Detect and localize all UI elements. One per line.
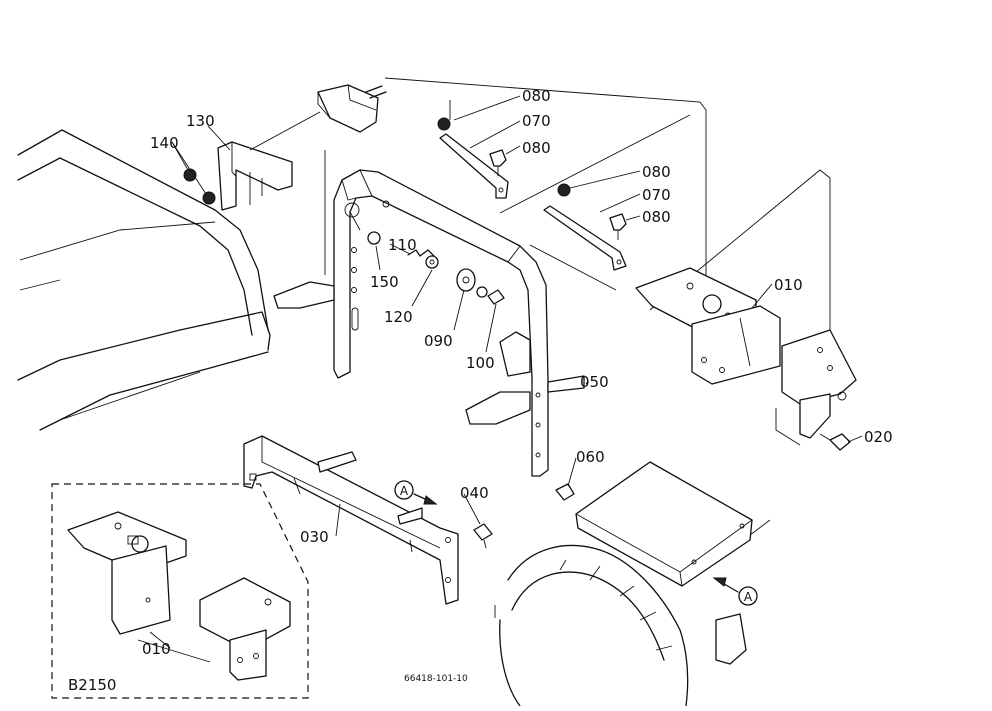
- label-080-b: 080: [522, 139, 551, 157]
- label-070-a: 070: [522, 112, 551, 130]
- label-020: 020: [864, 428, 893, 446]
- switch-assembly: [317, 84, 387, 133]
- marker-a-left: A: [394, 480, 414, 500]
- label-040: 040: [460, 484, 489, 502]
- label-030: 030: [300, 528, 329, 546]
- main-frame: [273, 169, 585, 477]
- bolt-040: [473, 523, 493, 549]
- inset-label-010: 010: [142, 640, 171, 658]
- label-120: 120: [384, 308, 413, 326]
- label-140: 140: [150, 134, 179, 152]
- bracket-130: [217, 141, 293, 211]
- bolt-150: [367, 231, 381, 245]
- figure-number: 66418-101-10: [404, 674, 468, 684]
- pin-100: [487, 289, 505, 305]
- marker-a-left-text: A: [400, 484, 409, 498]
- crossbar-030: [243, 435, 459, 605]
- stay-070-upper: [439, 133, 509, 199]
- bolt-060: [555, 483, 575, 501]
- washer-120: [425, 255, 439, 269]
- bracket-010: [635, 267, 857, 439]
- arrow-a-left: [413, 493, 438, 505]
- label-070-b: 070: [642, 186, 671, 204]
- label-150: 150: [370, 273, 399, 291]
- rear-tire: [499, 544, 747, 707]
- label-010: 010: [774, 276, 803, 294]
- label-080-c: 080: [642, 163, 671, 181]
- label-060: 060: [576, 448, 605, 466]
- stay-070-lower: [543, 205, 627, 271]
- label-080-d: 080: [642, 208, 671, 226]
- part-090: [456, 268, 488, 298]
- label-090: 090: [424, 332, 453, 350]
- label-050: 050: [580, 373, 609, 391]
- guide-lines: [249, 77, 831, 618]
- marker-a-right: A: [738, 586, 758, 606]
- hood-panel: [17, 129, 271, 431]
- spring-110: [407, 249, 435, 257]
- bolt-020: [819, 433, 851, 451]
- arrow-a-right: [712, 577, 739, 593]
- battery-box: [575, 461, 753, 587]
- bolts-140: [183, 168, 216, 205]
- label-080-a: 080: [522, 87, 551, 105]
- inset-b2150: [51, 483, 309, 699]
- leader-lines: [149, 95, 863, 649]
- label-130: 130: [186, 112, 215, 130]
- inset-model-label: B2150: [68, 676, 116, 694]
- bolts-080: [437, 117, 627, 240]
- label-100: 100: [466, 354, 495, 372]
- marker-a-right-text: A: [744, 590, 753, 604]
- label-110: 110: [388, 236, 417, 254]
